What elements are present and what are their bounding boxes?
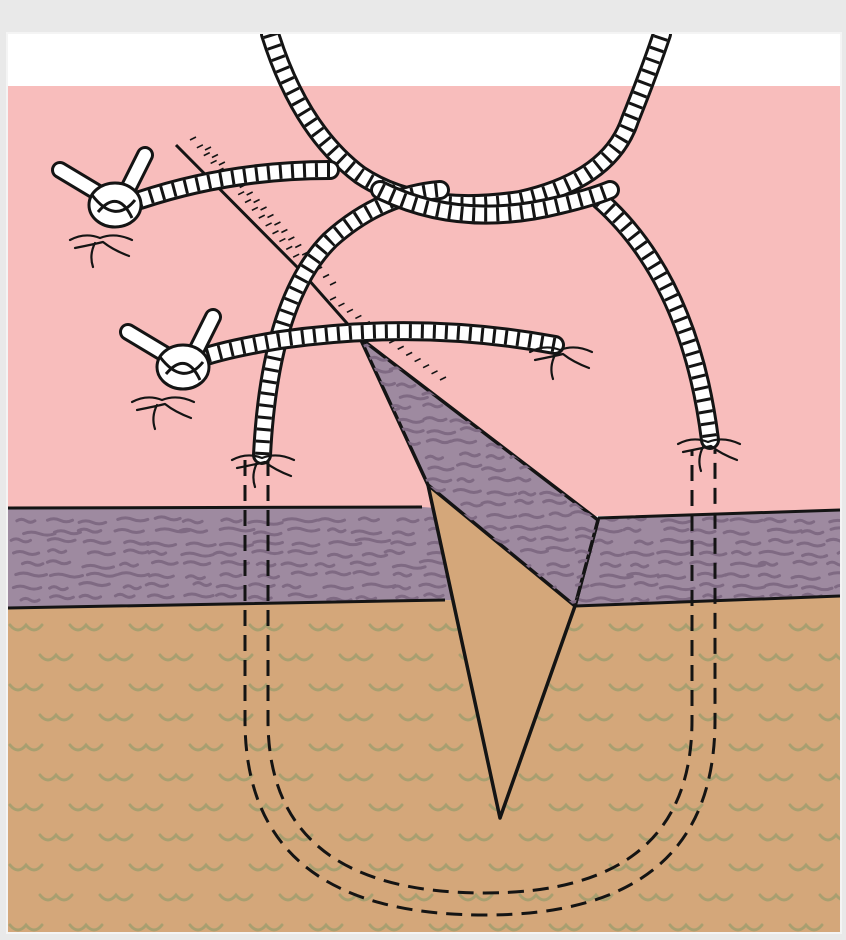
top-band xyxy=(8,34,840,86)
knot-upper-body xyxy=(89,183,141,227)
knot-lower-body xyxy=(157,345,209,389)
